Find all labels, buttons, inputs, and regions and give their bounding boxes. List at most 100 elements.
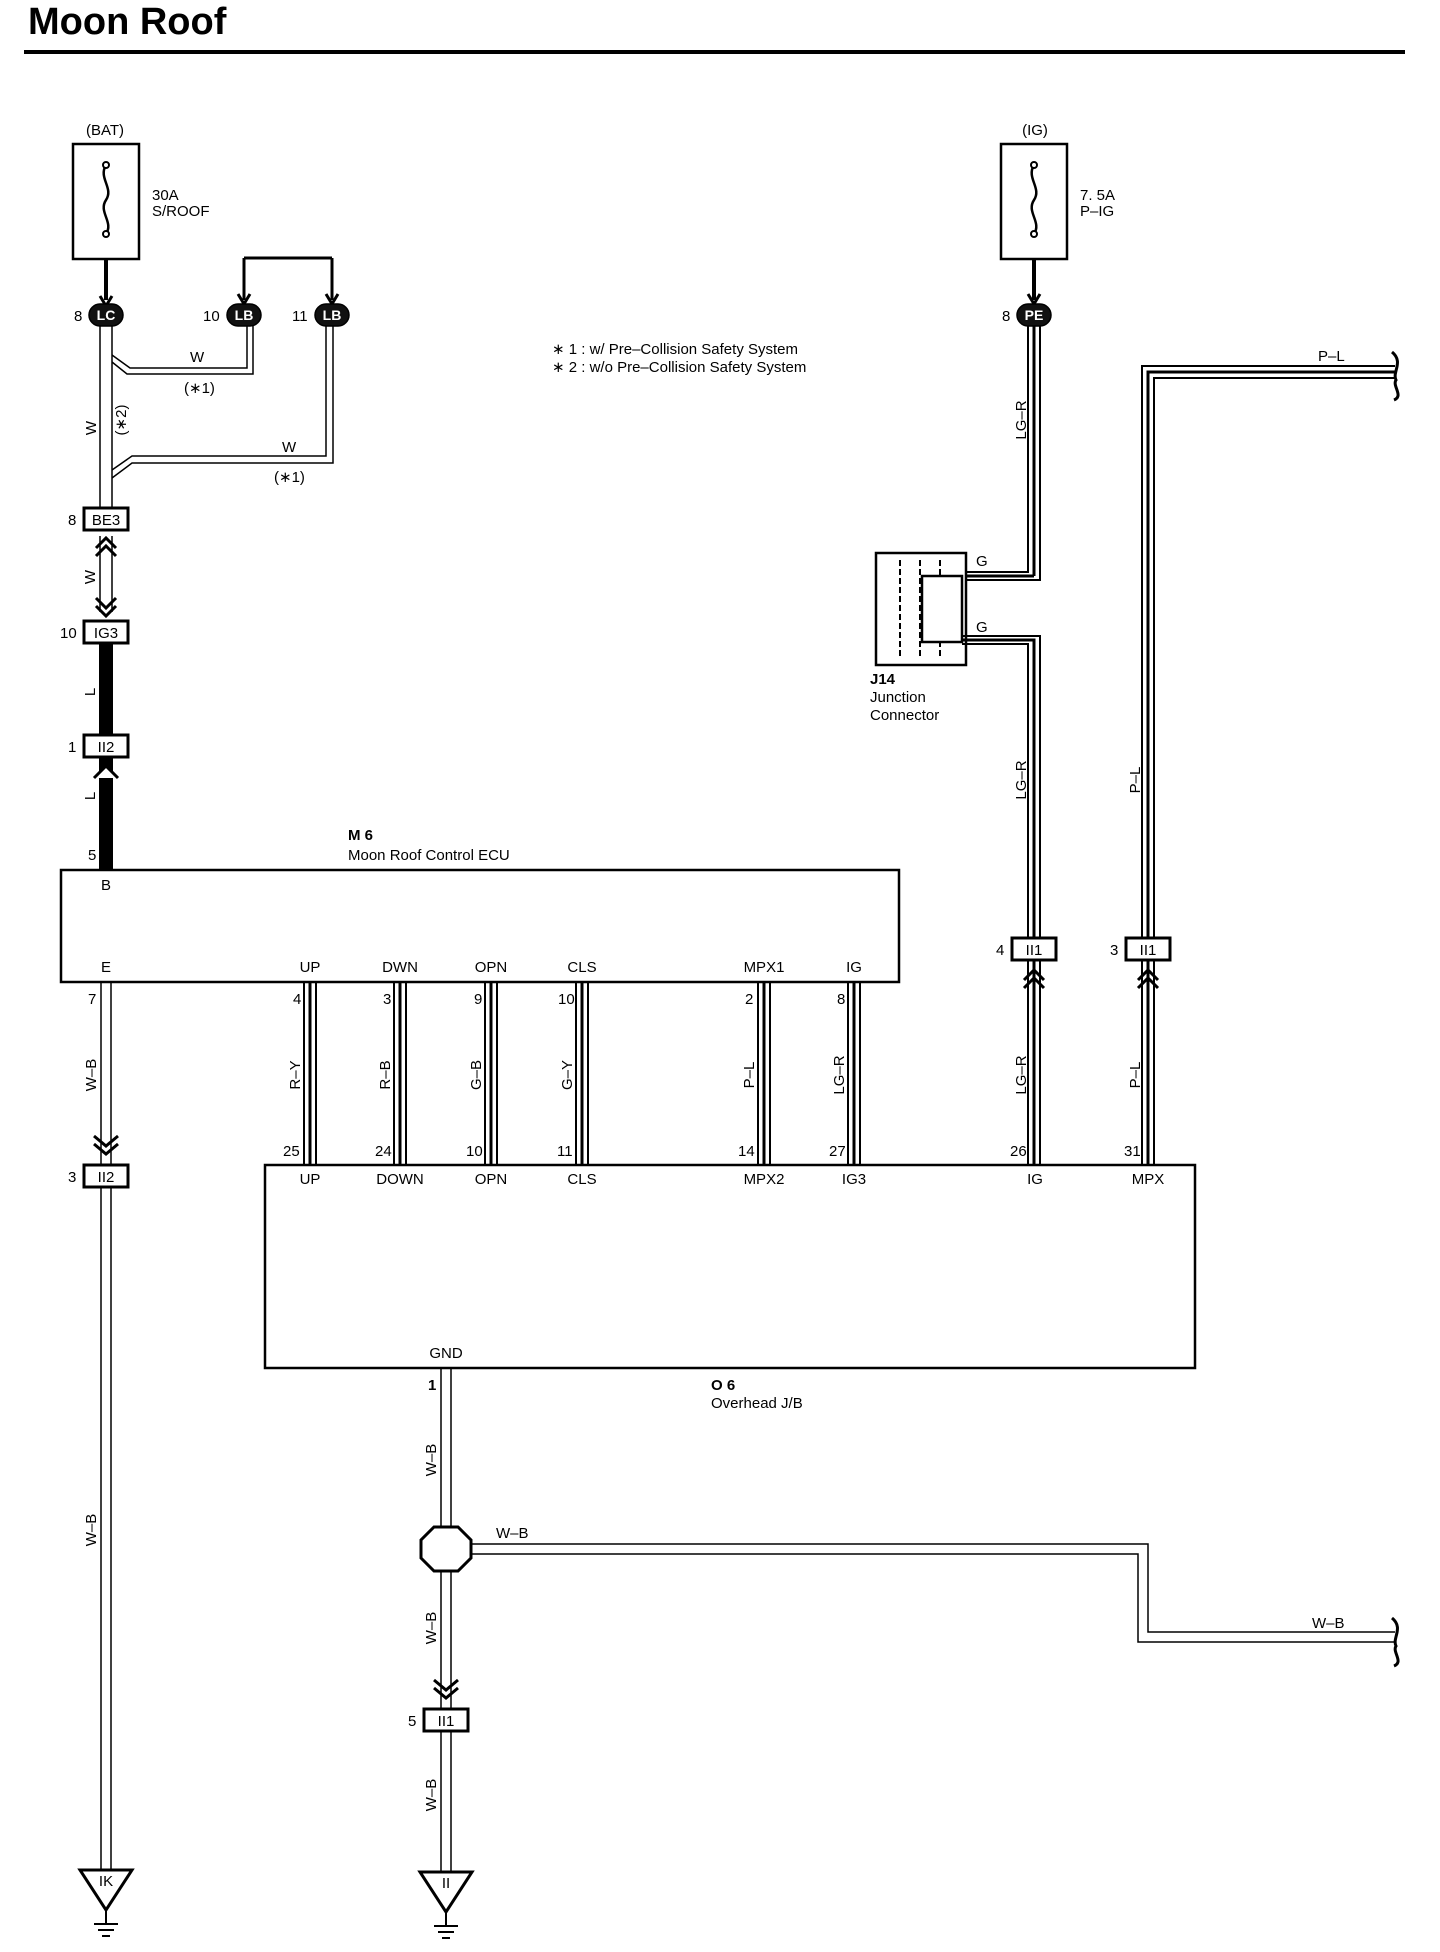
svg-text:W–B: W–B bbox=[83, 1059, 100, 1092]
fuse-ig-name: P–IG bbox=[1080, 203, 1114, 220]
svg-text:W–B: W–B bbox=[496, 1525, 529, 1542]
svg-text:G: G bbox=[976, 619, 988, 636]
svg-text:OPN: OPN bbox=[475, 959, 508, 976]
svg-text:II1: II1 bbox=[438, 1713, 455, 1730]
pin-lb-10: 10 bbox=[203, 308, 220, 325]
svg-text:L: L bbox=[82, 792, 99, 800]
svg-text:G–Y: G–Y bbox=[559, 1060, 576, 1090]
svg-text:(∗1): (∗1) bbox=[274, 469, 305, 486]
wire-lgr-j14-ii1 bbox=[962, 635, 1041, 938]
wire-pl-mpx bbox=[1141, 365, 1395, 938]
svg-text:Junction: Junction bbox=[870, 689, 926, 706]
svg-text:II1: II1 bbox=[1026, 942, 1043, 959]
svg-text:Connector: Connector bbox=[870, 707, 939, 724]
connector-ii1-5 bbox=[422, 1707, 470, 1733]
wire-w-lb10 bbox=[111, 326, 254, 375]
svg-text:L: L bbox=[82, 688, 99, 696]
svg-text:W: W bbox=[83, 420, 100, 435]
wire-continuation-icon bbox=[1390, 1616, 1400, 1668]
svg-text:27: 27 bbox=[829, 1143, 846, 1160]
fuse-ig-source: (IG) bbox=[1022, 122, 1048, 139]
pin-ecu-b: 5 bbox=[88, 847, 96, 864]
svg-text:W: W bbox=[82, 569, 99, 584]
svg-text:LG–R: LG–R bbox=[831, 1055, 848, 1094]
svg-text:9: 9 bbox=[474, 991, 482, 1008]
svg-text:PE: PE bbox=[1025, 307, 1044, 323]
svg-text:LB: LB bbox=[323, 307, 342, 323]
svg-text:3: 3 bbox=[383, 991, 391, 1008]
svg-text:11: 11 bbox=[557, 1143, 573, 1160]
svg-text:MPX: MPX bbox=[1132, 1171, 1165, 1188]
svg-text:BE3: BE3 bbox=[92, 512, 120, 529]
svg-text:26: 26 bbox=[1010, 1143, 1027, 1160]
svg-text:8: 8 bbox=[837, 991, 845, 1008]
svg-text:P–L: P–L bbox=[1318, 348, 1345, 365]
connector-ii2-bottom bbox=[82, 1163, 130, 1189]
svg-text:10: 10 bbox=[466, 1143, 483, 1160]
svg-text:W–B: W–B bbox=[423, 1779, 440, 1812]
fuse-bat-source: (BAT) bbox=[86, 122, 124, 139]
svg-text:II1: II1 bbox=[1140, 942, 1157, 959]
svg-text:W–B: W–B bbox=[423, 1612, 440, 1645]
svg-text:II2: II2 bbox=[98, 739, 115, 756]
junction-id: J14 bbox=[870, 671, 896, 688]
fuse-bat-icon bbox=[102, 164, 110, 235]
svg-text:P–L: P–L bbox=[741, 1062, 758, 1089]
connector-lb-11 bbox=[314, 303, 350, 327]
svg-text:OPN: OPN bbox=[475, 1171, 508, 1188]
svg-text:E: E bbox=[101, 959, 111, 976]
svg-text:IG3: IG3 bbox=[842, 1171, 866, 1188]
signal-wires bbox=[303, 982, 861, 1165]
svg-text:10: 10 bbox=[558, 991, 575, 1008]
svg-text:LG–R: LG–R bbox=[1013, 400, 1030, 439]
pin-be3: 8 bbox=[68, 512, 76, 529]
svg-text:G: G bbox=[976, 553, 988, 570]
svg-text:14: 14 bbox=[738, 1143, 755, 1160]
svg-text:G–B: G–B bbox=[468, 1060, 485, 1090]
pin-pe: 8 bbox=[1002, 308, 1010, 325]
svg-text:W: W bbox=[190, 349, 205, 366]
wire-wb-ecu-e bbox=[100, 982, 112, 1165]
junction-block-box bbox=[263, 1163, 1197, 1370]
wire-wb-right bbox=[471, 1543, 1395, 1643]
svg-text:UP: UP bbox=[300, 959, 321, 976]
svg-text:MPX2: MPX2 bbox=[744, 1171, 785, 1188]
pin-lc: 8 bbox=[74, 308, 82, 325]
svg-text:1: 1 bbox=[428, 1377, 436, 1394]
svg-text:W–B: W–B bbox=[423, 1444, 440, 1477]
jb-id: O 6 bbox=[711, 1377, 735, 1394]
svg-text:II2: II2 bbox=[98, 1169, 115, 1186]
svg-text:31: 31 bbox=[1124, 1143, 1141, 1160]
svg-text:2: 2 bbox=[745, 991, 753, 1008]
page-title: Moon Roof bbox=[28, 1, 227, 43]
svg-text:R–B: R–B bbox=[377, 1060, 394, 1089]
svg-text:LB: LB bbox=[235, 307, 254, 323]
svg-text:25: 25 bbox=[283, 1143, 300, 1160]
svg-text:CLS: CLS bbox=[567, 959, 596, 976]
wire-w-lb11 bbox=[111, 326, 334, 479]
ground-ii-icon bbox=[417, 1870, 475, 1915]
svg-text:II: II bbox=[442, 1875, 450, 1892]
svg-text:DWN: DWN bbox=[382, 959, 418, 976]
svg-text:W–B: W–B bbox=[83, 1514, 100, 1547]
wire-wb-ground-ik bbox=[100, 1187, 112, 1870]
pin-ecu-e: 7 bbox=[88, 991, 96, 1008]
ecu-box bbox=[59, 868, 901, 984]
svg-text:IK: IK bbox=[99, 1873, 113, 1890]
svg-text:IG: IG bbox=[846, 959, 862, 976]
fuse-ig-rating: 7. 5A bbox=[1080, 187, 1115, 204]
svg-text:CLS: CLS bbox=[567, 1171, 596, 1188]
svg-text:W: W bbox=[282, 439, 297, 456]
connector-lc bbox=[88, 303, 124, 327]
svg-text:UP: UP bbox=[300, 1171, 321, 1188]
svg-text:P–L: P–L bbox=[1127, 767, 1144, 794]
pin-ii2-bottom: 3 bbox=[68, 1169, 76, 1186]
svg-text:P–L: P–L bbox=[1127, 1062, 1144, 1089]
ground-ik-icon bbox=[77, 1868, 135, 1913]
wire-wb-gnd bbox=[440, 1368, 452, 1872]
jb-name: Overhead J/B bbox=[711, 1395, 803, 1412]
pin-ii2-top: 1 bbox=[68, 739, 76, 756]
note-1: ∗ 1 : w/ Pre–Collision Safety System bbox=[552, 341, 798, 358]
svg-text:GND: GND bbox=[429, 1345, 463, 1362]
